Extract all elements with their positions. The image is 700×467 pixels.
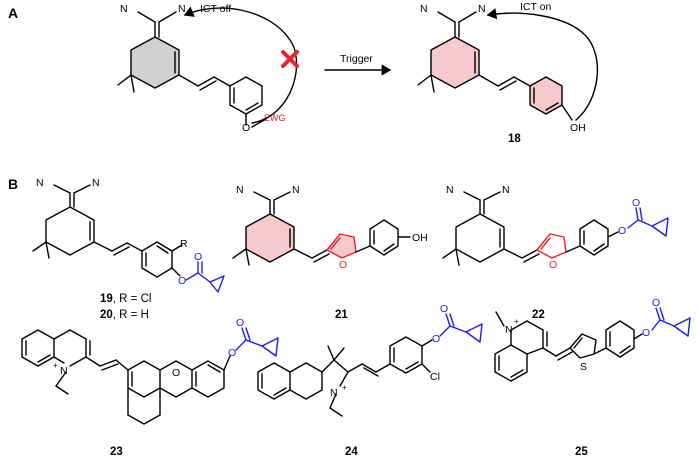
atom-o: O xyxy=(432,333,440,345)
atom-n: N xyxy=(502,184,510,196)
furan-oxygen: O xyxy=(549,259,557,271)
ewg-label: EWG xyxy=(264,113,286,123)
trigger-label: Trigger xyxy=(340,53,373,65)
compound-22: N N O O O 22 xyxy=(442,184,669,321)
ict-on-label: ICT on xyxy=(520,1,551,13)
compound-20-label: 20, R = H xyxy=(100,309,149,321)
panel-a-label: A xyxy=(8,5,18,21)
panel-b-label: B xyxy=(8,176,18,192)
atom-oh: OH xyxy=(412,232,428,244)
atom-o: O xyxy=(440,303,448,315)
atom-n: N xyxy=(478,3,486,15)
compound-19-label: 19, R = Cl xyxy=(100,293,151,305)
compound-number-20: 20 xyxy=(100,309,113,321)
compound-23: N + O O O 23 xyxy=(21,317,279,458)
atom-o: O xyxy=(242,122,250,134)
atom-n: N xyxy=(60,365,68,377)
compound-25: N + S O O 25 xyxy=(494,297,691,458)
blocked-x-icon xyxy=(281,50,299,68)
probe-ict-off: N N O EWG ICT off xyxy=(117,3,299,134)
compound-number-19: 19 xyxy=(100,293,113,305)
atom-o: O xyxy=(618,225,626,237)
substituent-20: , R = H xyxy=(113,309,149,321)
atom-n: N xyxy=(36,177,44,189)
atom-o: O xyxy=(652,297,660,309)
compound-24: N + Cl O O 24 xyxy=(257,303,483,458)
compound-number-22: 22 xyxy=(532,309,545,321)
compound-19-20: N N R O O 19, R = Cl 20, R = H xyxy=(32,177,225,321)
atom-n: N xyxy=(178,3,186,15)
positive-charge: + xyxy=(342,383,347,392)
xanthene-oxygen: O xyxy=(172,367,180,379)
atom-n: N xyxy=(505,324,513,336)
atom-n: N xyxy=(92,177,100,189)
atom-n: N xyxy=(236,184,244,196)
substituent-19: , R = Cl xyxy=(113,293,152,305)
atom-n: N xyxy=(420,3,428,15)
positive-charge: + xyxy=(53,361,58,370)
compound-number-21: 21 xyxy=(335,309,348,321)
atom-o: O xyxy=(642,327,650,339)
atom-n: N xyxy=(446,184,454,196)
atom-o: O xyxy=(194,251,202,263)
compound-number-25: 25 xyxy=(575,446,588,458)
atom-n: N xyxy=(330,387,338,399)
atom-o: O xyxy=(236,317,244,329)
furan-oxygen: O xyxy=(339,259,347,271)
atom-o: O xyxy=(228,347,236,359)
compound-number-18: 18 xyxy=(508,133,521,145)
atom-o: O xyxy=(632,197,640,209)
positive-charge: + xyxy=(514,317,519,326)
product-18: N N OH ICT on 18 xyxy=(417,1,599,145)
compound-21: N N O OH 21 xyxy=(232,184,428,321)
atom-cl: Cl xyxy=(430,371,440,383)
ict-off-label: ICT off xyxy=(200,3,231,15)
atom-n: N xyxy=(120,3,128,15)
compound-number-23: 23 xyxy=(110,446,123,458)
atom-r: R xyxy=(180,238,188,250)
atom-n: N xyxy=(292,184,300,196)
atom-oh: OH xyxy=(570,122,586,134)
atom-o: O xyxy=(178,275,186,287)
compound-number-24: 24 xyxy=(345,446,358,458)
thiophene-sulfur: S xyxy=(580,361,587,373)
